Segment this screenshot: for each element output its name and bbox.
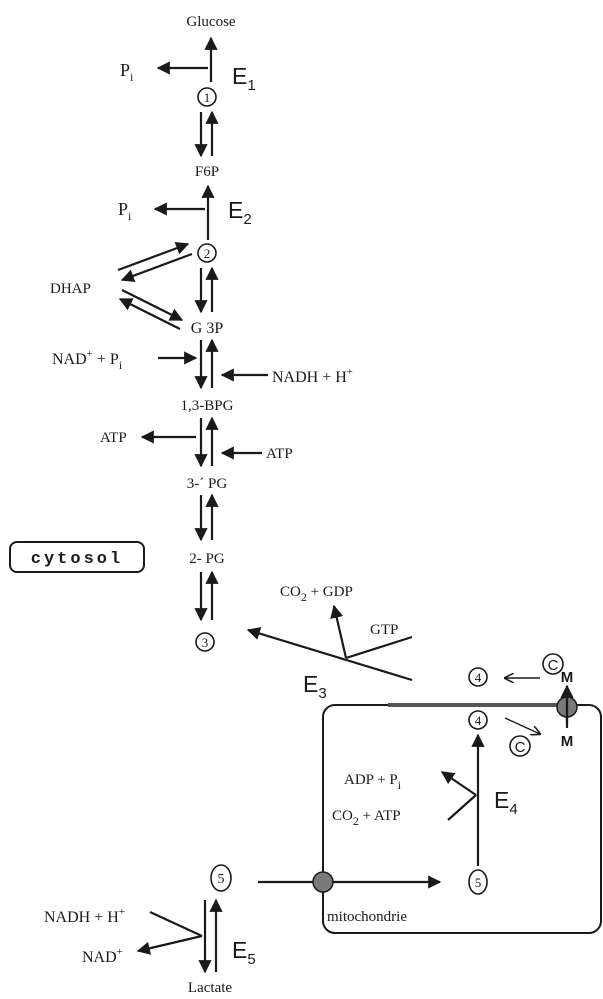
pi-1-label: Pi [120, 60, 134, 84]
node-4-cyto-label: 4 [475, 670, 482, 685]
node-5-mito-label: 5 [475, 875, 482, 890]
enzyme-e4: E4 [494, 787, 518, 818]
arrow-dhap-to-2 [117, 241, 190, 272]
g3p-label: G 3P [191, 320, 224, 337]
arrow-adp-pi-out [440, 771, 477, 796]
node-1-circle [197, 87, 217, 107]
cytosol-box [9, 541, 145, 573]
adp-pi-label: ADP + Pi [344, 772, 402, 792]
c-mito-circle [509, 735, 531, 757]
arrow-g3p-to-dhap [118, 298, 181, 330]
node-5-cyto-circle [210, 864, 232, 892]
node-3-circle [195, 632, 215, 652]
node-3-label: 3 [202, 635, 209, 650]
co2-atp-label: CO2 + ATP [332, 808, 401, 828]
arrow-dhap-to-g3p [121, 289, 184, 321]
nad-pi-label: NAD+ + Pi [52, 348, 123, 372]
node-5-mito-circle [468, 869, 488, 895]
bpg13-label: 1,3-BPG [181, 398, 234, 414]
nadh-h-lower-label: NADH + H+ [44, 906, 125, 926]
transporter-left [312, 871, 334, 893]
node-2-label: 2 [204, 246, 211, 261]
pg3-label: 3-´ PG [187, 476, 228, 492]
f6p-label: F6P [195, 164, 219, 180]
mitochondrie-label: mitochondrie [327, 909, 407, 925]
c-cyto-label: C [548, 657, 559, 674]
node-1-label: 1 [204, 90, 211, 105]
glucose-label: Glucose [186, 14, 235, 30]
m-top-label: M [561, 669, 574, 686]
node-4-cyto-circle [468, 667, 488, 687]
node-5-cyto-label: 5 [218, 872, 225, 887]
co2-gdp-label: CO2 + GDP [280, 584, 353, 604]
cytosol-label: cytosol [31, 550, 123, 569]
arrow-4-to-c-mito [504, 717, 540, 734]
node-4-mito-circle [468, 710, 488, 730]
m-bottom-label: M [561, 733, 574, 750]
enzyme-e5: E5 [232, 937, 256, 968]
atp-out-label: ATP [100, 430, 127, 446]
gtp-label: GTP [370, 622, 398, 638]
arrow-2-to-dhap [120, 252, 193, 283]
node-2-circle [197, 243, 217, 263]
pi-2-label: Pi [118, 199, 132, 223]
line-gtp-in [345, 635, 413, 660]
arrow-co2-gdp-out [330, 604, 348, 659]
enzyme-e2: E2 [228, 197, 252, 228]
arrow-nad-out [136, 934, 203, 955]
dhap-label: DHAP [50, 281, 91, 297]
c-cyto-circle [542, 653, 564, 675]
enzyme-e1: E1 [232, 63, 256, 94]
pg2-label: 2- PG [189, 551, 225, 567]
node-4-mito-label: 4 [475, 713, 482, 728]
arrow-4-to-3 [246, 627, 413, 682]
enzyme-e3: E3 [303, 671, 327, 702]
nad-lower-label: NAD+ [82, 946, 123, 966]
lactate-label: Lactate [188, 980, 232, 996]
line-nadh-h-in [149, 911, 203, 937]
atp-in-label: ATP [266, 446, 293, 462]
c-mito-label: C [515, 739, 526, 756]
line-co2-atp-in [447, 794, 477, 821]
nadh-h-right-label: NADH + H+ [272, 366, 353, 386]
